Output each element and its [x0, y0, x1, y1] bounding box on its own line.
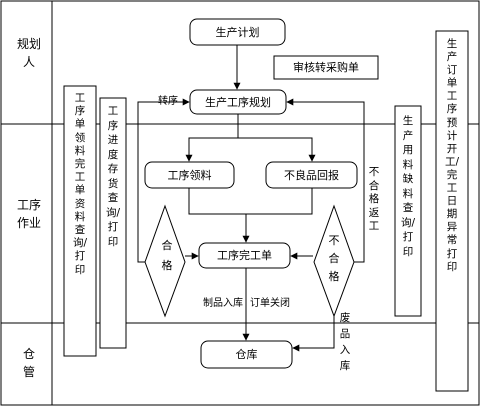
right-inner-panel [394, 105, 422, 317]
process-complete-label: 工序完工单 [217, 249, 272, 262]
finished-in-edge-label: 制品入库 [203, 298, 243, 309]
production-plan-label: 生产计划 [215, 25, 260, 39]
process-material-label: 工序领料 [167, 168, 212, 182]
right-outer-panel [435, 30, 469, 392]
pass-diamond [144, 204, 186, 318]
scrap-to-warehouse-arrow [292, 316, 335, 352]
warehouse-label: 仓库 [235, 348, 258, 361]
review-purchase-label: 审核转采购单 [293, 61, 359, 74]
scrap-in-edge-label: 废品入库 [339, 312, 351, 372]
merge-line [188, 188, 313, 215]
left-inner-panel-text: 工序进度存货查询/打印 [106, 105, 121, 248]
review-purchase-box [273, 55, 379, 80]
left-outer-panel-text: 工序单领料完工单资料查询/打印 [73, 92, 88, 276]
fail-label: 不合格 [328, 234, 340, 283]
fail-rework-edge-label: 不合格返工 [368, 166, 380, 232]
process-complete-box [198, 242, 291, 269]
lane-planner-label: 规划人 [16, 37, 41, 69]
plan-to-defect-arrow [238, 137, 316, 162]
right-inner-panel-text: 生产用料缺料查询/打印 [401, 115, 416, 258]
left-inner-panel [99, 97, 127, 349]
defect-report-label: 不良品回报 [284, 168, 339, 182]
left-outer-panel [63, 85, 97, 357]
process-plan-label: 生产工序规划 [205, 95, 271, 109]
pass-label: 合格 [161, 239, 173, 272]
right-outer-panel-text: 生产订单工序预计开工/完工日期异常打印 [445, 38, 460, 273]
lane-warehouse-label: 仓管 [22, 347, 35, 379]
transfer-edge-label: 转序 [158, 96, 178, 107]
lane-process-label: 工序作业 [17, 198, 42, 230]
transfer-arrow [137, 98, 190, 263]
order-close-edge-label: 订单关闭 [250, 298, 290, 309]
plan-to-material-arrow [185, 114, 239, 162]
rework-arrow [286, 98, 365, 263]
warehouse-box [200, 340, 293, 369]
